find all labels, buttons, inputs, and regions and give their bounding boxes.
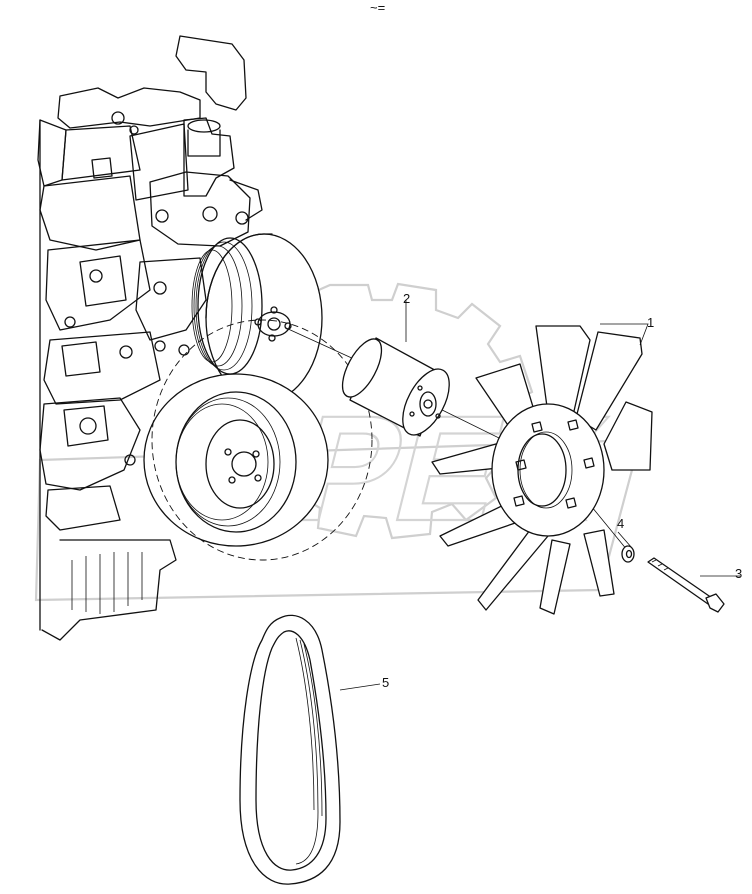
- callout-3: 3: [735, 566, 742, 581]
- fan-blade: [603, 401, 653, 471]
- fan-spacer: [341, 337, 450, 437]
- callout-leaders: [339, 300, 740, 691]
- top-mark: ~=: [370, 0, 385, 15]
- washer: [621, 545, 635, 563]
- fan-blade: [575, 331, 643, 431]
- crankshaft-pulley: [143, 319, 373, 561]
- callout-4: 4: [617, 516, 624, 531]
- fan-blade: [535, 325, 591, 421]
- callout-1: 1: [647, 315, 654, 330]
- callout-2: 2: [403, 291, 410, 306]
- fan-blade: [583, 529, 615, 597]
- drive-belt: [239, 614, 341, 885]
- engine-block: [37, 35, 263, 641]
- cooling-fan: [431, 325, 653, 615]
- callout-5: 5: [382, 675, 389, 690]
- fan-hub-ring: [491, 403, 605, 537]
- bolt: [647, 557, 725, 613]
- fan-blade: [539, 539, 571, 615]
